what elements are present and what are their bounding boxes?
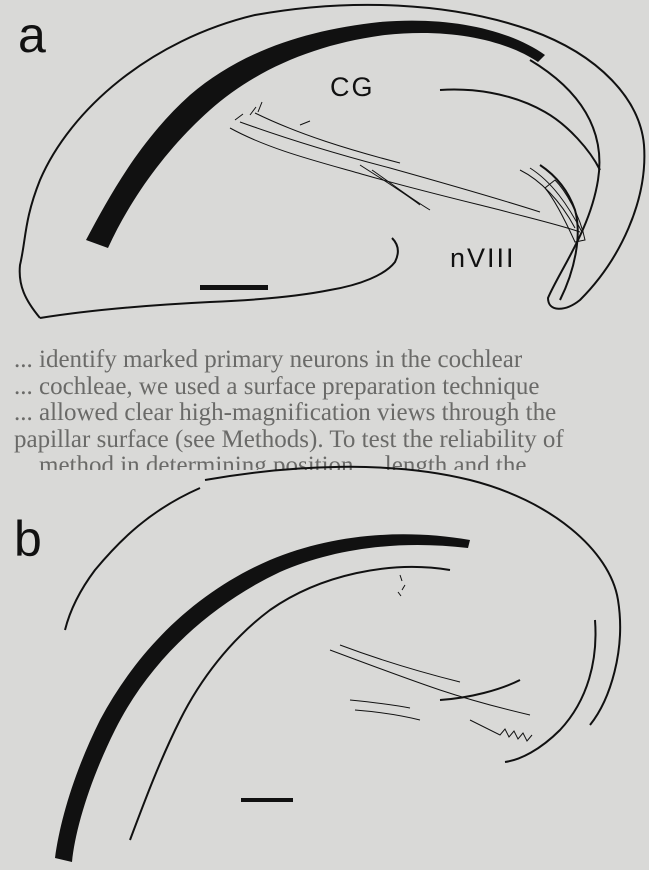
panel-b-scale-bar bbox=[241, 798, 293, 802]
panel-b-apex-curve bbox=[440, 620, 596, 762]
panel-b-ganglion-band bbox=[55, 534, 470, 862]
panel-a-cochlea-outline bbox=[20, 5, 645, 318]
panel-b-cochlea-outline bbox=[205, 467, 620, 725]
panel-b-nerve-fibres bbox=[330, 575, 532, 741]
panel-a-inner-outline bbox=[40, 238, 398, 318]
panel-a-nerve-fibres bbox=[230, 102, 585, 242]
panel-a-inner-curve bbox=[440, 90, 600, 300]
panel-a-scale-bar bbox=[200, 285, 268, 290]
